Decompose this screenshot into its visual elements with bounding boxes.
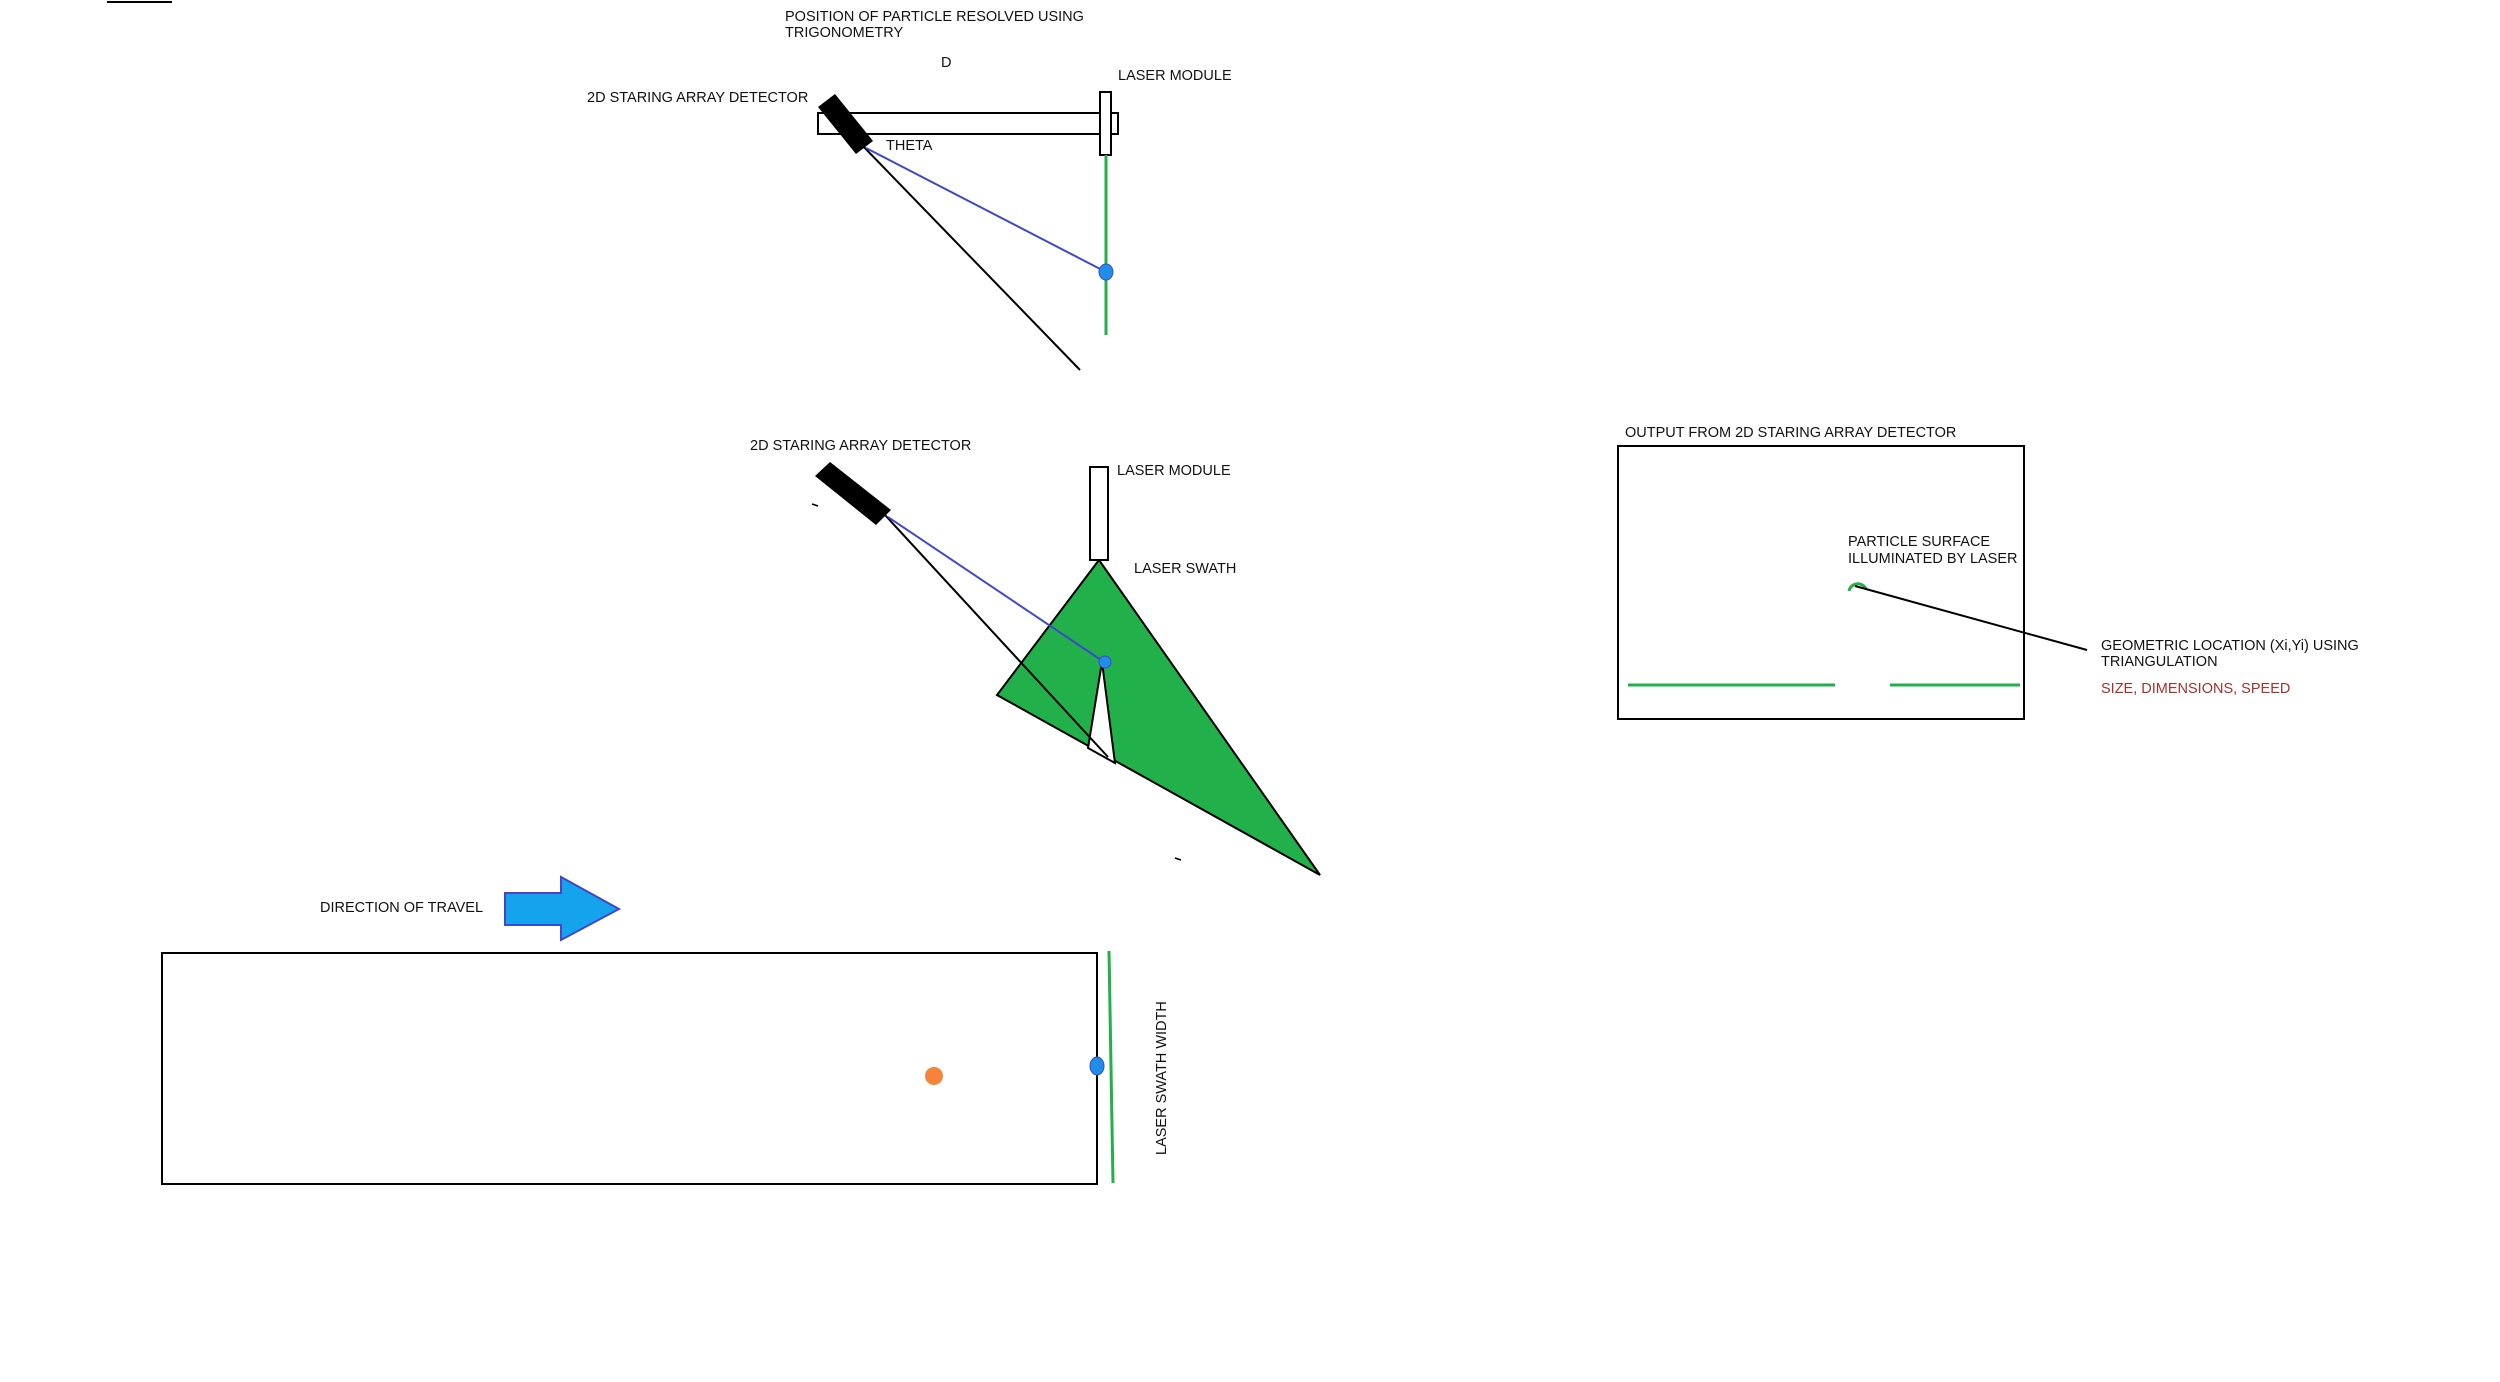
top-view-diagram: POSITION OF PARTICLE RESOLVED USING TRIG…: [587, 9, 1232, 371]
baseline-d-label: D: [941, 55, 951, 71]
output-frame: [1617, 445, 2025, 720]
size-dimensions-speed-label: SIZE, DIMENSIONS, SPEED: [2101, 681, 2290, 697]
geometric-location-label-line2: TRIANGULATION: [2101, 654, 2218, 670]
incoming-particle: [925, 1067, 943, 1085]
top-particle: [1098, 263, 1114, 281]
baseline-bar: [817, 112, 1119, 135]
side-particle: [1098, 655, 1112, 669]
swath-shadow-notch: [1086, 661, 1117, 765]
side-detector-label: 2D STARING ARRAY DETECTOR: [750, 438, 971, 454]
conveyor-belt: [161, 952, 1098, 1185]
direction-arrow-icon: [504, 875, 622, 942]
side-laser-label: LASER MODULE: [1117, 463, 1231, 479]
top-detector-body: [818, 94, 873, 154]
top-ray-to-particle: [865, 147, 1107, 273]
laser-swath-label: LASER SWATH: [1134, 561, 1236, 577]
laser-swath: [995, 558, 1321, 876]
side-field-of-view-line: [884, 514, 1109, 758]
theta-label: THETA: [886, 138, 933, 154]
illuminated-particle-arc: [1847, 582, 1868, 592]
top-field-of-view-line: [859, 142, 1081, 371]
laser-swath-width-label: LASER SWATH WIDTH: [1154, 1001, 1170, 1155]
conveyor-diagram: DIRECTION OF TRAVEL LASER SWATH WIDTH: [161, 875, 1170, 1185]
side-view-diagram: 2D STARING ARRAY DETECTOR LASER MODULE L…: [750, 438, 1321, 876]
side-detector-body: [815, 462, 891, 525]
laser-swath-line: [1107, 950, 1115, 1184]
stray-mark: [1174, 857, 1182, 861]
top-laser-label: LASER MODULE: [1118, 68, 1232, 84]
direction-of-travel-label: DIRECTION OF TRAVEL: [320, 900, 483, 916]
top-view-title-line2: TRIGONOMETRY: [785, 25, 903, 41]
particle-in-swath: [1089, 1056, 1105, 1076]
particle-surface-label-line1: PARTICLE SURFACE: [1848, 534, 1990, 550]
detector-output-panel: OUTPUT FROM 2D STARING ARRAY DETECTOR PA…: [1617, 425, 2359, 720]
top-view-title-line1: POSITION OF PARTICLE RESOLVED USING: [785, 9, 1084, 25]
top-detector-label: 2D STARING ARRAY DETECTOR: [587, 90, 808, 106]
geometric-location-leader: [1854, 585, 2088, 651]
geometric-location-label-line1: GEOMETRIC LOCATION (Xi,Yi) USING: [2101, 638, 2359, 654]
output-panel-title: OUTPUT FROM 2D STARING ARRAY DETECTOR: [1625, 425, 1956, 441]
stray-mark: [811, 503, 819, 507]
particle-surface-label-line2: ILLUMINATED BY LASER: [1848, 551, 2018, 567]
top-laser-module: [1099, 91, 1112, 156]
side-laser-module: [1089, 466, 1109, 561]
side-ray-to-particle: [887, 516, 1105, 663]
